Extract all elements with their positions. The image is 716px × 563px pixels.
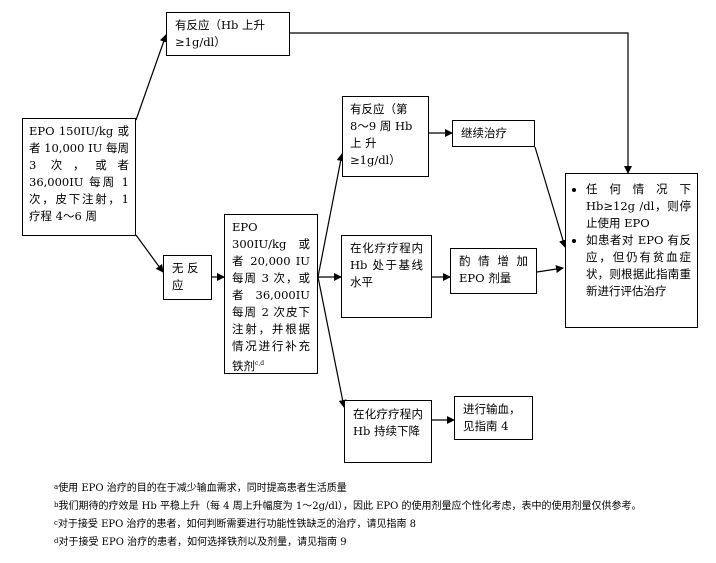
- response-mid-box: 有反应（第 8～9 周 Hb 上 升 ≥1g/dl）: [342, 96, 429, 177]
- escalate-footnote-mark: c,d: [255, 360, 265, 367]
- arrow-continue-to-final: [534, 146, 567, 248]
- arrow-escalate-to-response-mid: [317, 153, 345, 278]
- continue-box: 继续治疗: [452, 120, 535, 147]
- increase-box: 酌情增加 EPO 剂量: [450, 248, 537, 294]
- arrow-increase-to-final: [536, 265, 564, 274]
- baseline-box: 在化疗疗程内 Hb 处于基线水平: [341, 235, 432, 318]
- response-top-box: 有反应（Hb 上升 ≥1g/dl）: [166, 12, 290, 56]
- arrow-escalate-to-decline: [317, 276, 347, 408]
- final-item-reevaluate: 如患者对 EPO 有反应，但仍有贫血症状，则根据此指南重新进行评估治疗: [586, 232, 691, 300]
- footnote-d: d对于接受 EPO 治疗的患者，如何选择铁剂以及剂量，请见指南 9: [54, 537, 347, 548]
- footnote-a: a使用 EPO 治疗的目的在于减少输血需求，同时提高患者生活质量: [54, 483, 347, 494]
- transfuse-box: 进行输血，见指南 4: [454, 396, 533, 440]
- no-response-box: 无 反 应: [163, 255, 212, 300]
- escalate-box: EPO 300IU/kg 或者 20,000 IU 每周 3 次，或者 36,0…: [224, 214, 318, 374]
- footnote-c: c对于接受 EPO 治疗的患者，如何判断需要进行功能性铁缺乏的治疗，请见指南 8: [54, 519, 417, 530]
- final-list: 任何情况下 Hb≥12g /dl，则停止使用 EPO 如患者对 EPO 有反应，…: [572, 181, 691, 300]
- start-box: EPO 150IU/kg 或者 10,000 IU 每周 3 次，或者 36,0…: [22, 118, 136, 236]
- decline-box: 在化疗疗程内 Hb 持续下降: [344, 400, 432, 463]
- final-item-stop: 任何情况下 Hb≥12g /dl，则停止使用 EPO: [586, 181, 691, 232]
- footnote-b: b我们期待的疗效是 Hb 平稳上升（每 4 周上升幅度为 1～2g/dl），因此…: [54, 501, 642, 512]
- arrow-start-to-response: [135, 34, 168, 121]
- arrow-response-top-to-final: [290, 32, 632, 174]
- arrow-start-to-no-response: [135, 234, 164, 273]
- final-box: 任何情况下 Hb≥12g /dl，则停止使用 EPO 如患者对 EPO 有反应，…: [565, 173, 698, 328]
